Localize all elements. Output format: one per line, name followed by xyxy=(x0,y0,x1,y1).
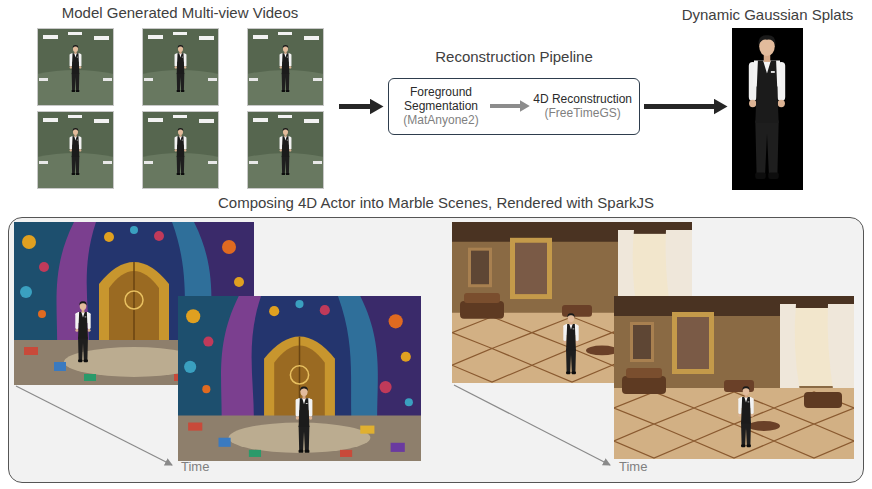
video-thumbnails xyxy=(142,111,219,189)
process-step: Foreground Segmentation(MatAnyone2) xyxy=(395,85,487,127)
flow-arrow xyxy=(339,104,370,109)
panel-ground xyxy=(9,218,863,482)
scene-frames xyxy=(75,301,90,362)
video-thumbnails xyxy=(37,28,324,189)
scene-frames xyxy=(296,386,313,452)
splat-render xyxy=(732,28,803,190)
section-heading: Reconstruction Pipeline xyxy=(435,48,593,66)
video-grid: Model Generated Multi-view Videos xyxy=(25,4,335,192)
splat-preview: Dynamic Gaussian Splats xyxy=(732,28,803,190)
video-thumbnails xyxy=(37,28,114,106)
section-heading: Dynamic Gaussian Splats xyxy=(682,6,854,24)
axis-label: Time xyxy=(181,459,209,475)
splat-render xyxy=(732,28,803,190)
scene-frames xyxy=(16,386,172,465)
method-name: (MatAnyone2) xyxy=(395,113,487,127)
pipeline-box: Reconstruction PipelineForeground Segmen… xyxy=(388,78,640,135)
step-title: Foreground Segmentation xyxy=(395,85,487,113)
flow-arrow xyxy=(490,104,520,108)
scene-frames xyxy=(563,313,578,374)
video-thumbnails xyxy=(37,111,114,189)
video-thumbnails xyxy=(142,28,219,106)
video-thumbnails xyxy=(247,28,324,106)
video-thumbnails xyxy=(247,111,324,189)
axis-label: Time xyxy=(619,459,647,475)
flow-arrow xyxy=(644,104,714,109)
process-step: 4D Reconstruction(FreeTimeGS) xyxy=(533,92,632,120)
label-anchor: Time xyxy=(619,459,647,475)
scene-frames xyxy=(614,296,854,459)
splat-render xyxy=(749,35,785,179)
method-name: (FreeTimeGS) xyxy=(533,106,632,120)
step-title: 4D Reconstruction xyxy=(533,92,632,106)
scene-frames xyxy=(14,222,854,465)
label-anchor: Time xyxy=(181,459,209,475)
scene-frames xyxy=(454,385,610,465)
panel-ground xyxy=(9,218,863,482)
composition-panel: Composing 4D Actor into Marble Scenes, R… xyxy=(8,217,864,483)
section-heading: Model Generated Multi-view Videos xyxy=(62,4,299,22)
scene-frames xyxy=(178,296,421,461)
section-heading: Composing 4D Actor into Marble Scenes, R… xyxy=(218,194,654,212)
scene-frames xyxy=(738,386,753,447)
